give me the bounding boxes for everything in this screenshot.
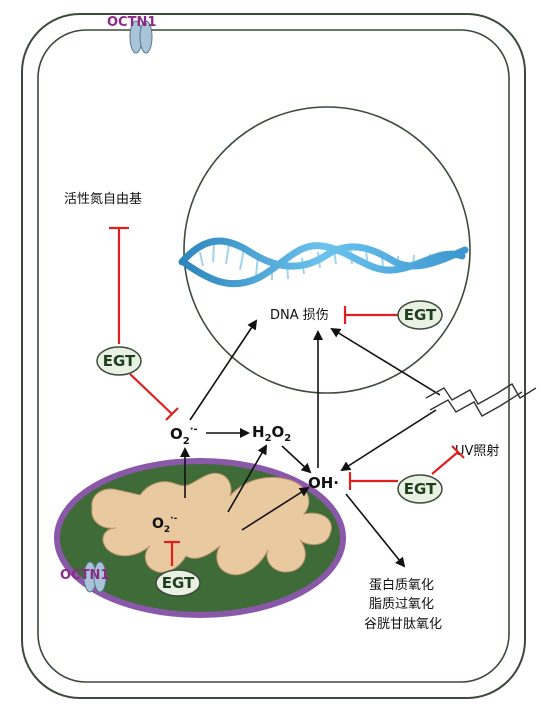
arrow-uv-to-dna (330, 327, 441, 396)
mito-cristae (91, 472, 332, 576)
o2-mito-sub: 2 (164, 525, 170, 535)
egt-badge-right (397, 474, 443, 504)
arrow-h2o2-to-oh (281, 445, 312, 474)
o2-o: O (170, 425, 183, 443)
arrow-o2-to-dna (189, 319, 258, 421)
octn1-transporter-mito-icon (83, 561, 107, 593)
lipid-peroxidation-label: 脂质过氧化 (369, 597, 434, 612)
egt-o2-inhibitor (129, 373, 179, 421)
egt-uv-inhibitor (431, 445, 465, 475)
egt-badge-mito (155, 569, 201, 597)
h2o2-label: H2O2 (252, 423, 291, 444)
o2-mito-label: O2·- (152, 514, 178, 535)
mitochondrion (54, 458, 346, 618)
egt-rns-inhibitor (109, 226, 129, 344)
cell-membrane-outer (21, 13, 526, 699)
dna-helix-icon (178, 237, 469, 288)
rns-label: 活性氮自由基 (64, 192, 142, 207)
reaction-arrows (180, 319, 441, 568)
o2-label: O2·- (170, 424, 198, 447)
protein-oxidation-label: 蛋白质氧化 (369, 577, 434, 593)
glutathione-oxidation-label: 谷胱甘肽氧化 (364, 617, 442, 632)
o2-sup: ·- (190, 424, 198, 435)
h2o2-h: H (252, 423, 265, 441)
o2-mito-o: O (152, 516, 164, 532)
egt-badge-nucleus (397, 300, 443, 330)
arrow-oh-to-oxidation (345, 493, 406, 568)
h2o2-o: O (272, 423, 285, 441)
egt-oh-inhibitor (348, 472, 398, 490)
o2-mito-sup: ·- (170, 514, 177, 524)
oh-radical-label: OH· (308, 474, 339, 492)
cell-membrane-inner (37, 29, 510, 683)
uv-label: UV照射 (455, 443, 499, 459)
egt-dna-inhibitor (343, 306, 398, 324)
uv-rays-icon (425, 383, 537, 417)
egt-label-nucleus: EGT (404, 306, 437, 324)
egt-mito-inhibitor (164, 540, 180, 566)
egt-label-left: EGT (103, 352, 136, 370)
arrow-mito-to-oh (241, 486, 310, 531)
egt-badge-left (96, 346, 142, 376)
nucleus (183, 106, 471, 394)
octn1-label-top: OCTN1 (107, 15, 156, 30)
octn1-transporter-top-icon (129, 20, 153, 54)
egt-label-mito: EGT (162, 574, 195, 592)
h2o2-sub1: 2 (265, 433, 272, 444)
o2-sub: 2 (183, 436, 190, 447)
arrow-uv-to-oh (340, 409, 437, 472)
arrow-mito-to-h2o2 (227, 444, 267, 513)
egt-label-right: EGT (404, 480, 437, 498)
h2o2-sub2: 2 (284, 433, 291, 444)
octn1-label-mito: OCTN1 (60, 568, 109, 583)
dna-damage-label: DNA 损伤 (270, 308, 329, 323)
